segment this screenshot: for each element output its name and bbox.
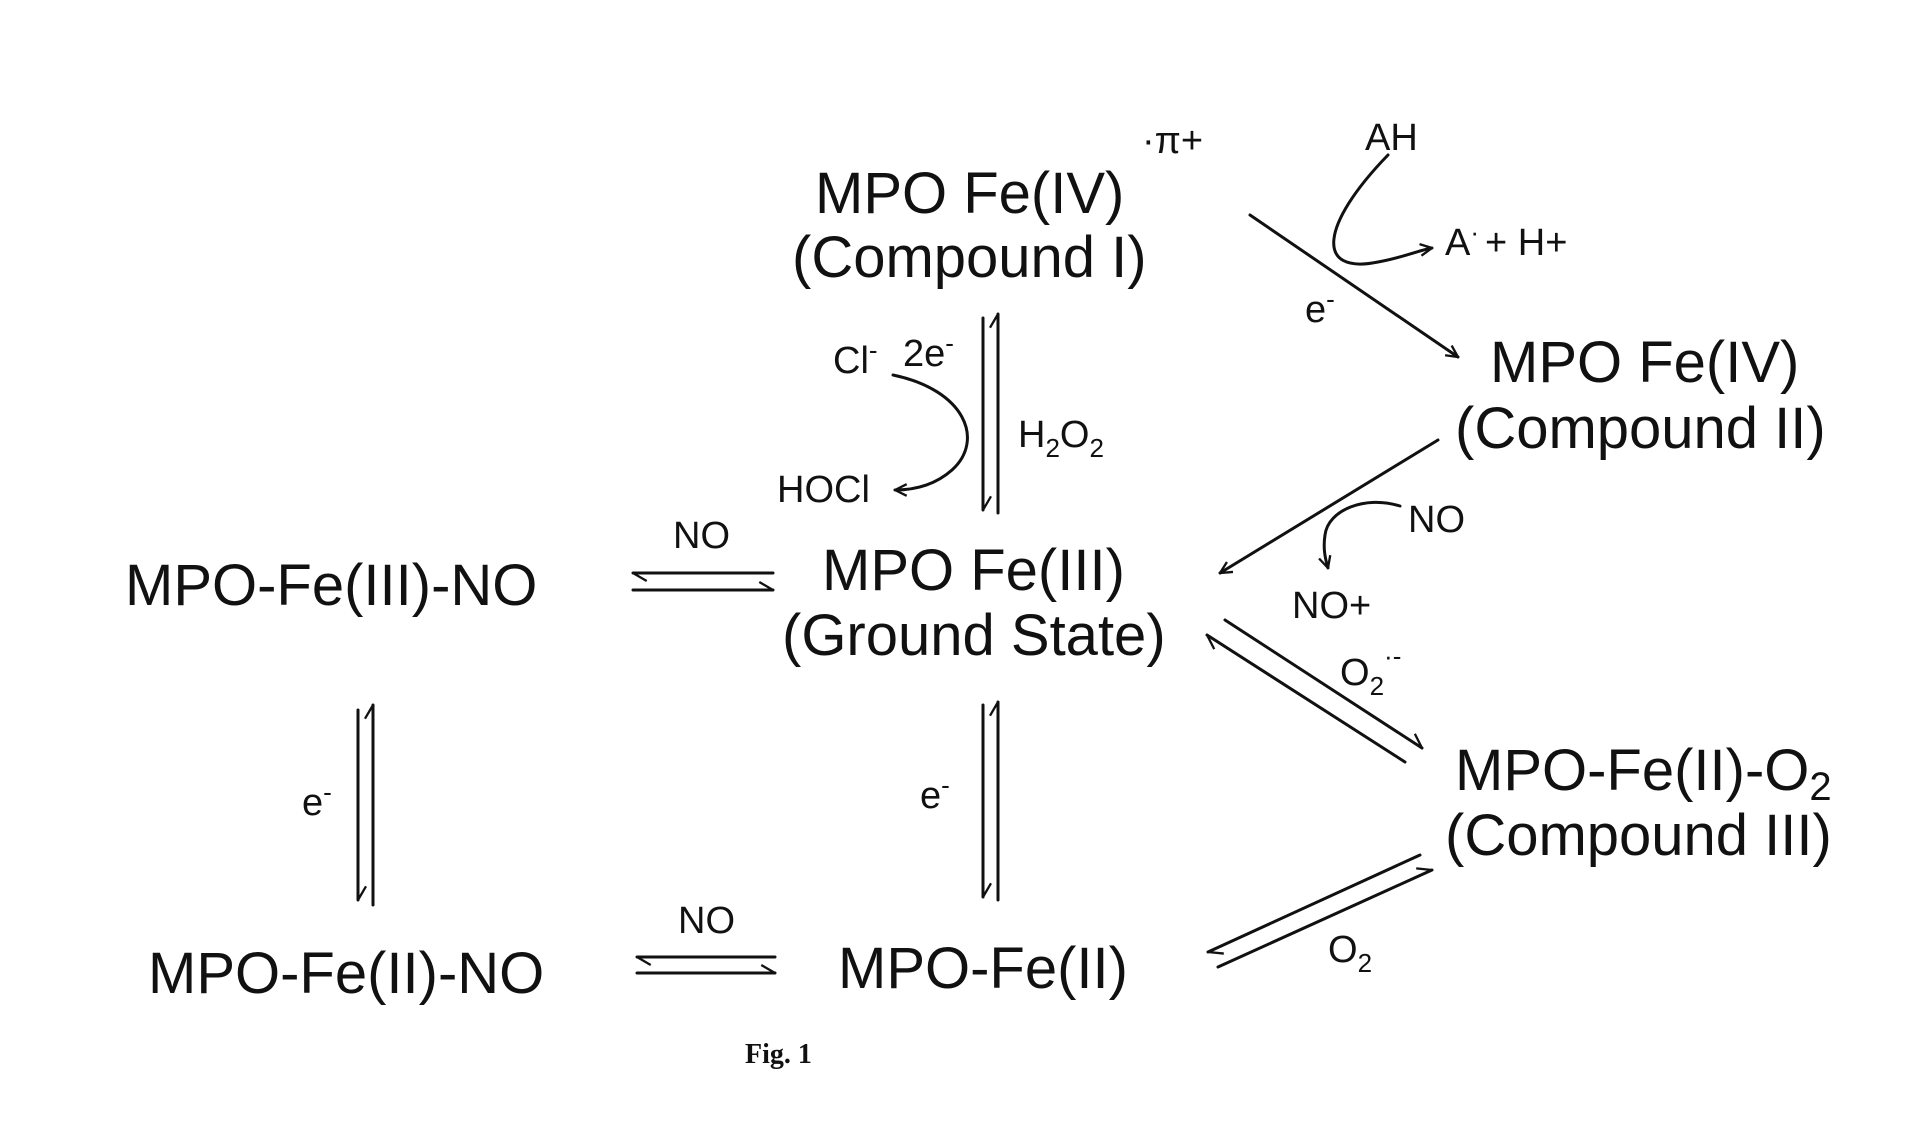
arrow-compound-i-to-ii: [1250, 215, 1458, 357]
arrow-chloride-to-hocl: [893, 375, 967, 490]
figure-caption: Fig. 1: [745, 1039, 812, 1070]
mpo-fe2-label: MPO-Fe(II): [838, 936, 1128, 1001]
no-label-bottom-left: NO: [678, 900, 735, 942]
pi-cation-radical-superscript: ·π+: [1142, 120, 1203, 162]
arrow-ground-to-compound-iii: [1225, 620, 1422, 748]
mpo-fe3-no-label: MPO-Fe(III)-NO: [125, 553, 537, 618]
superoxide-label: O2·-: [1340, 641, 1401, 701]
a-radical-label: A·+ H+: [1445, 217, 1567, 264]
compound-ii-label: MPO Fe(IV) (Compound II): [1455, 330, 1826, 461]
no-plus-label: NO+: [1292, 585, 1371, 627]
mpo-fe2-no-label: MPO-Fe(II)-NO: [148, 941, 544, 1006]
ground-state-name: (Ground State): [782, 603, 1166, 668]
no-label-compound-ii: NO: [1408, 499, 1465, 541]
compound-ii-name: (Compound II): [1455, 396, 1826, 461]
arrow-no-to-no-plus: [1324, 502, 1400, 568]
two-electron-label: 2e-: [903, 328, 954, 375]
electron-label-left: e-: [302, 777, 332, 824]
compound-iii-label: MPO-Fe(II)-O2 (Compound III): [1445, 738, 1832, 868]
compound-ii-formula: MPO Fe(IV): [1490, 330, 1799, 395]
arrow-fe2-to-compound-iii: [1218, 870, 1432, 967]
ground-state-label: MPO Fe(III) (Ground State): [782, 538, 1166, 668]
arrow-ah-to-a-radical: [1334, 155, 1432, 264]
compound-iii-formula: MPO-Fe(II)-O2: [1455, 738, 1832, 809]
arrow-compound-ii-to-ground: [1220, 440, 1438, 573]
hocl-label: HOCl: [777, 469, 870, 511]
compound-i-formula: MPO Fe(IV): [815, 161, 1124, 226]
electron-label-ci-cii: e-: [1305, 284, 1335, 331]
arrow-compound-iii-to-fe2: [1208, 855, 1420, 952]
h2o2-label: H2O2: [1018, 414, 1104, 463]
chloride-label: Cl-: [833, 335, 878, 382]
no-label-top-left: NO: [673, 515, 730, 557]
compound-i-name: (Compound I): [792, 225, 1147, 290]
compound-i-label: MPO Fe(IV) ·π+ (Compound I): [792, 120, 1203, 290]
ground-state-formula: MPO Fe(III): [822, 538, 1125, 603]
ah-label: AH: [1365, 117, 1418, 159]
electron-label-middle: e-: [920, 770, 950, 817]
o2-label-bottom: O2: [1328, 929, 1372, 978]
compound-iii-name: (Compound III): [1445, 803, 1832, 868]
